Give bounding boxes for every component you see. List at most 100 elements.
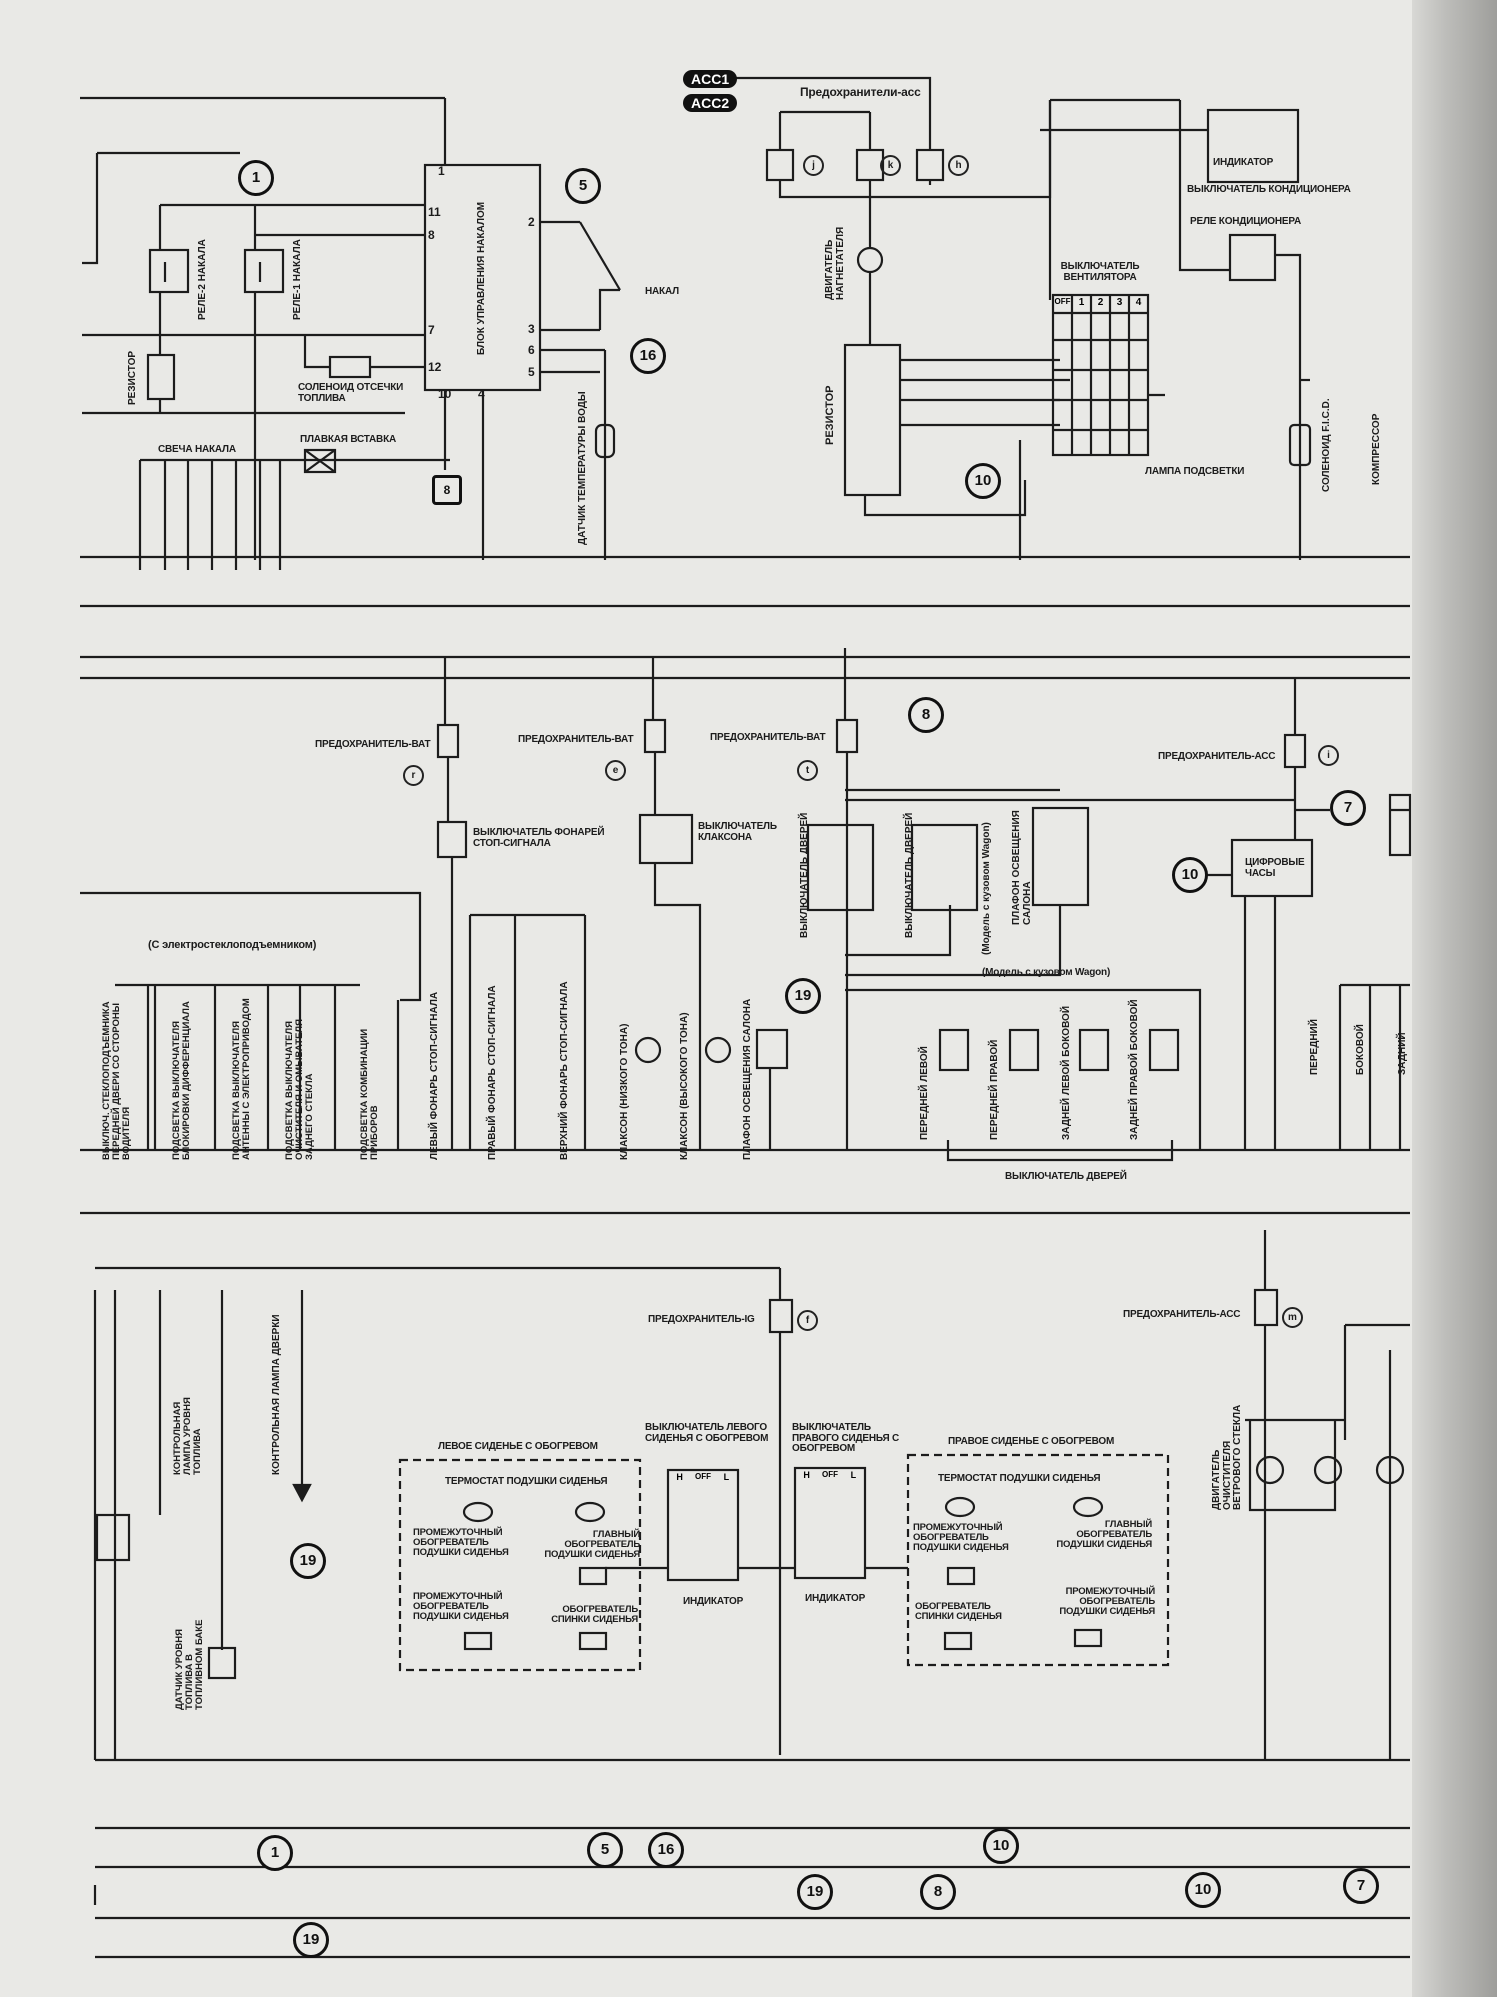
window-note-label: (С электростеклоподъемником) xyxy=(148,939,317,951)
stop-switch-box xyxy=(436,820,468,859)
fuse-h-box xyxy=(915,148,945,182)
bottom-label-9: КЛАКСОН (ВЫСОКОГО ТОНА) xyxy=(679,1012,690,1160)
ac-switch-box xyxy=(1206,108,1300,184)
interior-lamp-wagon-label: ПЛАФОН ОСВЕЩЕНИЯ САЛОНА xyxy=(1011,810,1033,925)
relay1-label: РЕЛЕ-1 НАКАЛА xyxy=(292,239,303,320)
left-main-heater: ГЛАВНЫЙ ОБОГРЕВАТЕЛЬ ПОДУШКИ СИДЕНЬЯ xyxy=(544,1529,640,1560)
right-seat-switch-label: ВЫКЛЮЧАТЕЛЬ ПРАВОГО СИДЕНЬЯ С ОБОГРЕВОМ xyxy=(792,1422,900,1454)
fan-pos-3: 3 xyxy=(1116,297,1123,308)
fan-positions-row: OFF 1 2 3 4 xyxy=(1053,297,1148,308)
bottom-label-6: ПРАВЫЙ ФОНАРЬ СТОП-СИГНАЛА xyxy=(487,985,498,1160)
connector-1-top: 1 xyxy=(238,160,274,196)
relay2-label: РЕЛЕ-2 НАКАЛА xyxy=(197,239,208,320)
glow-label: НАКАЛ xyxy=(645,286,679,297)
right-seat-label: ПРАВОЕ СИДЕНЬЕ С ОБОГРЕВОМ xyxy=(948,1436,1115,1447)
bottom-label-3: ПОДСВЕТКА ВЫКЛЮЧАТЕЛЯ ОЧИСТИТЕЛЯ И ОМЫВА… xyxy=(284,1019,315,1160)
left-seat-box xyxy=(398,1458,642,1672)
left-back-heater: ОБОГРЕВАТЕЛЬ СПИНКИ СИДЕНЬЯ xyxy=(551,1604,638,1625)
pin-1: 1 xyxy=(438,164,445,178)
footer-1: 1 xyxy=(257,1835,293,1871)
blower-resistor-box xyxy=(843,343,902,497)
thermostat-right-label: ТЕРМОСТАТ ПОДУШКИ СИДЕНЬЯ xyxy=(938,1473,1101,1484)
ground-mark: 8 xyxy=(432,475,462,505)
door-label-0: ПЕРЕДНЕЙ ЛЕВОЙ xyxy=(919,1046,930,1140)
compressor-label: КОМПРЕССОР xyxy=(1371,413,1382,485)
right-label-0: ПЕРЕДНИЙ xyxy=(1309,1019,1320,1075)
fuse-r-box xyxy=(436,723,460,759)
backlight-lamp-label: ЛАМПА ПОДСВЕТКИ xyxy=(1145,466,1245,477)
digital-clock-box xyxy=(1230,838,1314,898)
bottom-label-5: ЛЕВЫЙ ФОНАРЬ СТОП-СИГНАЛА xyxy=(429,991,440,1160)
ac-relay-box xyxy=(1228,233,1277,282)
pin-12: 12 xyxy=(428,360,442,374)
connector-10-mid: 10 xyxy=(1172,857,1208,893)
left-inter-heater-2: ПРОМЕЖУТОЧНЫЙ ОБОГРЕВАТЕЛЬ ПОДУШКИ СИДЕН… xyxy=(413,1591,509,1622)
left-seat-switch xyxy=(666,1468,740,1582)
fuse-m-mark: m xyxy=(1282,1307,1303,1328)
bottom-label-7: ВЕРХНИЙ ФОНАРЬ СТОП-СИГНАЛА xyxy=(559,981,570,1160)
fuse-ig-label: ПРЕДОХРАНИТЕЛЬ-IG xyxy=(648,1314,755,1325)
glow-unit-label: БЛОК УПРАВЛЕНИЯ НАКАЛОМ xyxy=(476,201,487,355)
footer-8: 8 xyxy=(920,1874,956,1910)
fuse-t-mark: t xyxy=(797,760,818,781)
thermostat-left-label: ТЕРМОСТАТ ПОДУШКИ СИДЕНЬЯ xyxy=(445,1476,608,1487)
fuse-acc-m-label: ПРЕДОХРАНИТЕЛЬ-АСС xyxy=(1123,1309,1241,1320)
footer-10-a: 10 xyxy=(983,1828,1019,1864)
digital-clock-label: ЦИФРОВЫЕ ЧАСЫ xyxy=(1245,857,1305,879)
right-label-1: БОКОВОЙ xyxy=(1355,1024,1366,1075)
indicator-right-label: ИНДИКАТОР xyxy=(805,1593,866,1604)
fuse-j-box xyxy=(765,148,795,182)
door-switch-2-label: ВЫКЛЮЧАТЕЛЬ ДВЕРЕЙ xyxy=(904,812,915,938)
door-label-2: ЗАДНЕЙ ЛЕВОЙ БОКОВОЙ xyxy=(1061,1005,1072,1140)
acc2-label: ACC2 xyxy=(683,94,738,112)
fuse-e-box xyxy=(643,718,667,754)
fuse-e-mark: e xyxy=(605,760,626,781)
fan-pos-4: 4 xyxy=(1135,297,1142,308)
pin-8: 8 xyxy=(428,228,435,242)
pin-4: 4 xyxy=(478,387,485,401)
right-pos-h: H xyxy=(803,1470,810,1480)
door-lamp-label: КОНТРОЛЬНАЯ ЛАМПА ДВЕРКИ xyxy=(271,1314,282,1475)
left-inter-heater-1: ПРОМЕЖУТОЧНЫЙ ОБОГРЕВАТЕЛЬ ПОДУШКИ СИДЕН… xyxy=(413,1527,509,1558)
door-label-3: ЗАДНЕЙ ПРАВОЙ БОКОВОЙ xyxy=(1129,999,1140,1140)
footer-16: 16 xyxy=(648,1832,684,1868)
ac-relay-label: РЕЛЕ КОНДИЦИОНЕРА xyxy=(1190,216,1301,227)
fan-pos-1: 1 xyxy=(1078,297,1085,308)
fuse-r-mark: r xyxy=(403,765,424,786)
pin-10: 10 xyxy=(438,387,452,401)
pin-5: 5 xyxy=(528,365,535,379)
pin-3: 3 xyxy=(528,322,535,336)
right-main-heater: ГЛАВНЫЙ ОБОГРЕВАТЕЛЬ ПОДУШКИ СИДЕНЬЯ xyxy=(1056,1519,1152,1550)
acc-fuses-label: Предохранители-асс xyxy=(800,85,921,99)
wagon-note2-label: (Модель с кузовом Wagon) xyxy=(982,967,1111,978)
fuel-solenoid-label: СОЛЕНОИД ОТСЕЧКИ ТОПЛИВА xyxy=(298,382,404,404)
relay1-box xyxy=(243,248,285,294)
fuse-h-mark: h xyxy=(948,155,969,176)
pin-6: 6 xyxy=(528,343,535,357)
relay2-box xyxy=(148,248,190,294)
stop-switch-label: ВЫКЛЮЧАТЕЛЬ ФОНАРЕЙ СТОП-СИГНАЛА xyxy=(473,827,605,849)
door-label-1: ПЕРЕДНЕЙ ПРАВОЙ xyxy=(989,1039,1000,1140)
connector-7-mid: 7 xyxy=(1330,790,1366,826)
footer-5: 5 xyxy=(587,1832,623,1868)
fan-switch-grid xyxy=(1051,293,1150,457)
right-pos-l: L xyxy=(850,1470,857,1480)
fuse-j-mark: j xyxy=(803,155,824,176)
left-switch-positions: H OFF L xyxy=(668,1472,738,1482)
footer-7: 7 xyxy=(1343,1868,1379,1904)
bottom-label-1: ПОДСВЕТКА ВЫКЛЮЧАТЕЛЯ БЛОКИРОВКИ ДИФФЕРЕ… xyxy=(171,1001,192,1160)
fuse-bat-r-label: ПРЕДОХРАНИТЕЛЬ-ВАТ xyxy=(315,739,431,750)
connector-5-top: 5 xyxy=(565,168,601,204)
connector-8-mid: 8 xyxy=(908,697,944,733)
fuel-sensor-label: ДАТЧИК УРОВНЯ ТОПЛИВА В ТОПЛИВНОМ БАКЕ xyxy=(174,1619,205,1710)
indicator-left-label: ИНДИКАТОР xyxy=(683,1596,744,1607)
fuse-bat-e-label: ПРЕДОХРАНИТЕЛЬ-ВАТ xyxy=(518,734,634,745)
wagon-note-label: (Модель с кузовом Wagon) xyxy=(981,822,992,955)
left-pos-h: H xyxy=(676,1472,683,1482)
right-label-2: ЗАДНИЙ xyxy=(1397,1032,1408,1075)
right-seat-box xyxy=(906,1453,1170,1667)
wiper-motor-label: ДВИГАТЕЛЬ ОЧИСТИТЕЛЯ ВЕТРОВОГО СТЕКЛА xyxy=(1211,1404,1243,1510)
right-inter-heater-1: ПРОМЕЖУТОЧНЫЙ ОБОГРЕВАТЕЛЬ ПОДУШКИ СИДЕН… xyxy=(913,1522,1009,1553)
footer-10-b: 10 xyxy=(1185,1872,1221,1908)
